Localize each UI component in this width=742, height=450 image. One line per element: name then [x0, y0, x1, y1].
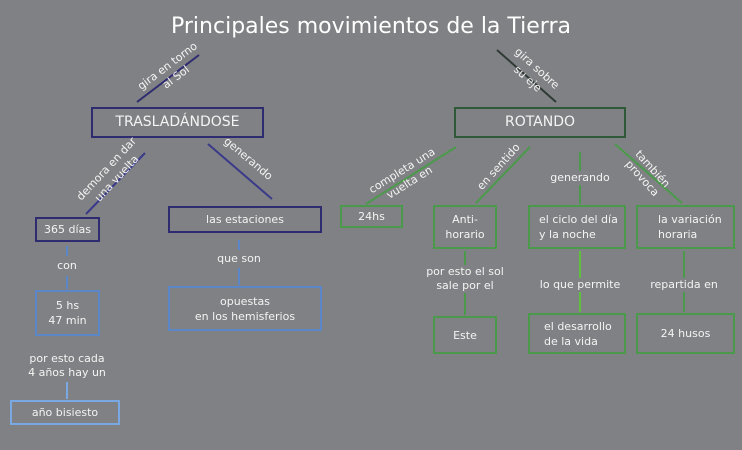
line-tambien [614, 143, 683, 204]
node-rotando: ROTANDO [454, 107, 626, 138]
link-permite: lo que permite [532, 278, 628, 292]
node-24hs: 24hs [340, 205, 403, 228]
link-que-son: que son [217, 252, 261, 265]
link-sol-sale: por esto el sol sale por el [412, 265, 518, 293]
link-con: con [57, 259, 77, 272]
node-trasladandose: TRASLADÁNDOSE [91, 107, 264, 138]
node-antihorario: Anti- horario [433, 205, 497, 249]
line-sentido [475, 146, 531, 204]
line-gira-eje [496, 49, 557, 103]
link-repartida: repartida en [640, 278, 728, 292]
line-generando-left [207, 143, 273, 200]
line-gira-sol [136, 54, 200, 103]
link-cada-4-anos: por esto cada 4 años hay un [28, 352, 106, 379]
line-24 [365, 146, 457, 205]
node-estaciones: las estaciones [168, 206, 322, 233]
line-demora [85, 152, 146, 215]
node-variacion: la variación horaria [636, 205, 735, 249]
node-ano-bisiesto: año bisiesto [10, 400, 120, 425]
node-5hs: 5 hs 47 min [35, 290, 100, 336]
node-24-husos: 24 husos [636, 313, 735, 354]
link-generando-right: generando [540, 171, 620, 185]
node-desarrollo: el desarrollo de la vida [528, 313, 626, 354]
node-365-dias: 365 días [35, 217, 100, 242]
node-opuestas: opuestas en los hemisferios [168, 286, 322, 331]
map-title: Principales movimientos de la Tierra [171, 14, 571, 39]
node-este: Este [433, 316, 497, 354]
node-ciclo: el ciclo del día y la noche [528, 205, 626, 249]
